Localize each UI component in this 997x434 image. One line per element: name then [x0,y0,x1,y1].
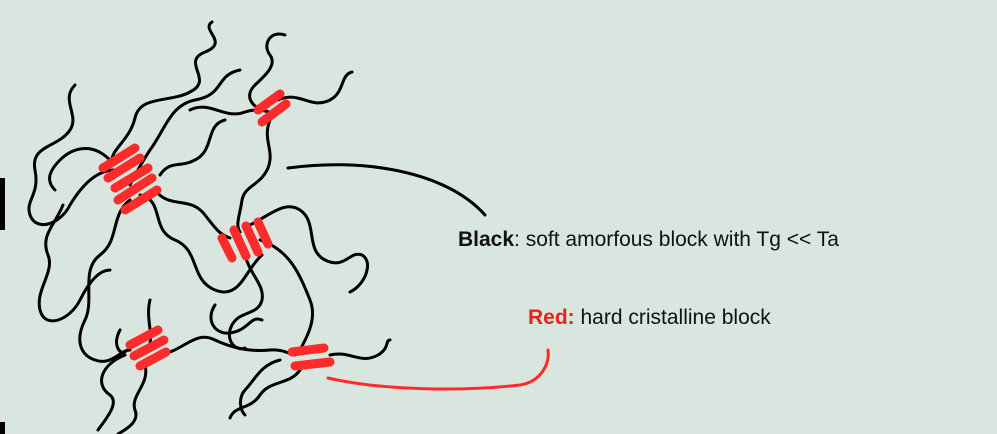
hard-block [292,348,324,352]
soft-chain [330,340,390,359]
legend-red-term: Red: [528,306,575,329]
hard-block [222,238,232,258]
legend-black-desc: : soft amorfous block with Tg << Ta [514,228,839,251]
red-leader-line [328,350,548,389]
hard-block [234,230,246,256]
soft-chain [112,22,215,162]
soft-chain [160,120,225,175]
legend-black-term: Black [458,228,514,251]
legend-black: Black: soft amorfous block with Tg << Ta [458,228,839,252]
soft-chain [118,365,146,434]
soft-chain [250,207,368,292]
soft-chain [260,240,313,350]
legend-red-desc: hard cristalline block [575,306,771,329]
soft-chain [117,330,125,353]
soft-chain [160,337,295,355]
black-leader-line [288,165,485,215]
soft-chain [278,72,352,103]
legend-red: Red: hard cristalline block [528,306,771,330]
soft-chain [80,200,130,361]
hard-block [246,226,258,252]
soft-chain [98,355,125,430]
soft-chain [155,190,230,238]
soft-chain [229,255,262,349]
hard-block [295,362,330,366]
